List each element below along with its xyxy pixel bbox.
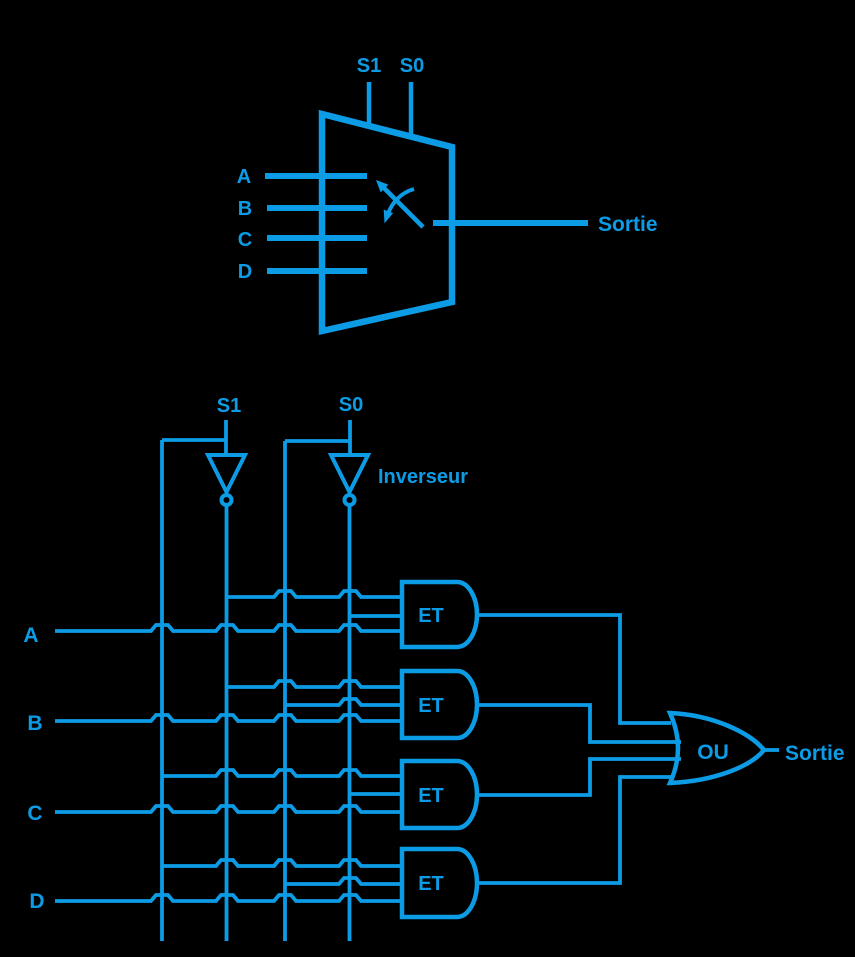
- mux-select-label-s1: S1: [357, 55, 381, 77]
- circuit-output-label: Sortie: [785, 742, 845, 765]
- inverter-s1-triangle-icon: [204, 453, 249, 497]
- and2-to-or-wire: [477, 703, 681, 744]
- mux-input-label-b: B: [238, 198, 252, 220]
- or-gate: [666, 710, 767, 786]
- and1-to-or-wire: [477, 613, 671, 725]
- mux-input-label-a: A: [237, 166, 251, 188]
- circuit-input-label-b: B: [27, 712, 42, 735]
- and-gate-2-label: ET: [418, 695, 444, 717]
- mux-symbol-group: S1 S0 A B C D Sortie: [237, 55, 658, 336]
- and-gate-1-label: ET: [418, 605, 444, 627]
- and2-select-s1n-branch: [227, 679, 402, 689]
- and3-select-s1-branch: [162, 768, 402, 778]
- input-d-wire: [55, 893, 402, 903]
- circuit-input-label-d: D: [29, 890, 44, 913]
- and1-select-s1n-branch: [227, 589, 402, 599]
- circuit-select-label-s0: S0: [339, 394, 363, 416]
- and-gate-3: [399, 758, 480, 831]
- and-gate-4-label: ET: [418, 873, 444, 895]
- inverter-label: Inverseur: [378, 466, 468, 488]
- and4-select-s0-branch: [285, 876, 402, 886]
- and4-to-or-wire: [477, 775, 671, 885]
- mux-wiper-arm: [382, 186, 425, 229]
- mux-wiper-arrowhead-icon: [376, 180, 389, 193]
- inverter-s1-bubble-icon: [219, 493, 234, 507]
- mux-rotation-arc: [386, 187, 415, 215]
- mux-output-label: Sortie: [598, 213, 658, 236]
- and-gate-1: [399, 579, 480, 650]
- mux-input-label-d: D: [238, 261, 252, 283]
- input-a-wire: [55, 623, 402, 633]
- and-gate-4: [399, 846, 480, 920]
- or-gate-label: OU: [697, 741, 729, 764]
- mux-input-label-c: C: [238, 229, 252, 251]
- mux-select-label-s0: S0: [400, 55, 424, 77]
- gate-circuit-group: S1 S0 Inverseur A B C D: [23, 394, 845, 941]
- inverter-s0-triangle-icon: [327, 453, 372, 497]
- mux-rotation-arrowhead-icon: [383, 209, 394, 224]
- inverter-s0-bubble-icon: [342, 493, 357, 507]
- and2-select-s0-branch: [285, 697, 402, 707]
- and-gate-3-label: ET: [418, 785, 444, 807]
- mux-trapezoid-body: [318, 109, 456, 336]
- and3-to-or-wire: [477, 757, 681, 797]
- circuit-input-label-c: C: [27, 802, 42, 825]
- input-b-wire: [55, 713, 402, 723]
- input-c-wire: [55, 804, 402, 814]
- and4-select-s1-branch: [162, 858, 402, 868]
- circuit-select-label-s1: S1: [217, 395, 241, 417]
- circuit-input-label-a: A: [23, 624, 38, 647]
- and-gate-2: [399, 668, 480, 741]
